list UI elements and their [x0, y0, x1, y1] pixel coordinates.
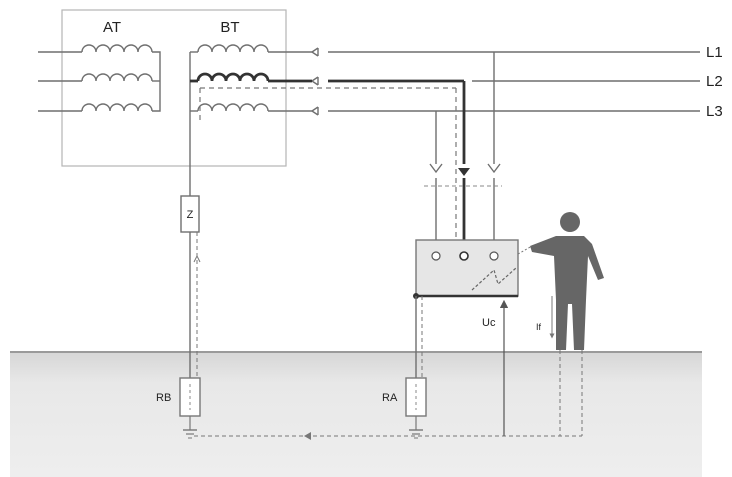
at-windings: [38, 44, 161, 112]
rb-label: RB: [156, 392, 171, 404]
ground-return-path: [194, 350, 583, 437]
fault-arrow-l2: [458, 168, 470, 176]
if-label: If: [536, 322, 542, 332]
uc-voltage: Uc: [482, 299, 509, 436]
z-label: Z: [187, 209, 194, 221]
uc-label: Uc: [482, 317, 496, 329]
return-path-dashed: [199, 87, 457, 256]
at-label: AT: [103, 19, 121, 36]
rb-electrode: RB: [156, 377, 201, 439]
bt-windings: [189, 44, 312, 112]
bt-label: BT: [220, 19, 239, 36]
ra-electrode: RA: [382, 296, 427, 439]
z-impedance: Z: [180, 111, 201, 378]
ground-return-arrow: [304, 432, 311, 440]
load-feeders: [429, 52, 501, 250]
l3-label: L3: [706, 103, 723, 120]
transformer-enclosure: [61, 9, 287, 167]
ra-label: RA: [382, 392, 398, 404]
l2-label: L2: [706, 73, 723, 90]
ground: [10, 351, 702, 477]
load-enclosure: [413, 239, 543, 299]
if-current: If: [536, 296, 555, 339]
bt-winding-l2: [196, 72, 270, 82]
person-figure: [530, 212, 604, 350]
phase-lines: [311, 47, 700, 116]
l1-label: L1: [706, 44, 723, 61]
